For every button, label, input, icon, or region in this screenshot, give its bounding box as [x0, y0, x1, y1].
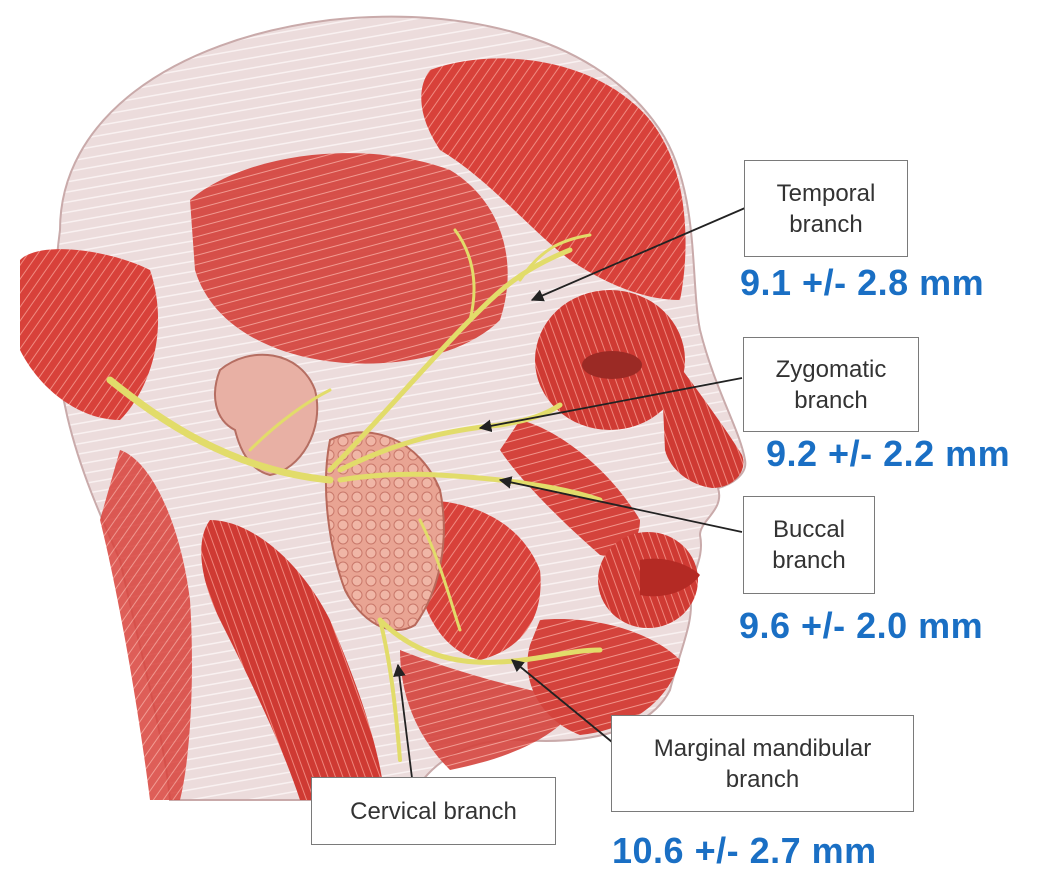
occipitalis-muscle: [20, 249, 158, 420]
temporal-branch-label: Temporal branch: [744, 160, 908, 257]
cervical-branch-label: Cervical branch: [311, 777, 556, 845]
marginal-mandibular-branch-measurement: 10.6 +/- 2.7 mm: [612, 830, 877, 872]
zygomatic-branch-measurement: 9.2 +/- 2.2 mm: [766, 433, 1010, 475]
buccal-branch-label: Buccal branch: [743, 496, 875, 594]
eye: [582, 351, 642, 379]
marginal-mandibular-branch-label: Marginal mandibular branch: [611, 715, 914, 812]
temporal-branch-measurement: 9.1 +/- 2.8 mm: [740, 262, 984, 304]
buccal-branch-measurement: 9.6 +/- 2.0 mm: [739, 605, 983, 647]
zygomatic-branch-label: Zygomatic branch: [743, 337, 919, 432]
